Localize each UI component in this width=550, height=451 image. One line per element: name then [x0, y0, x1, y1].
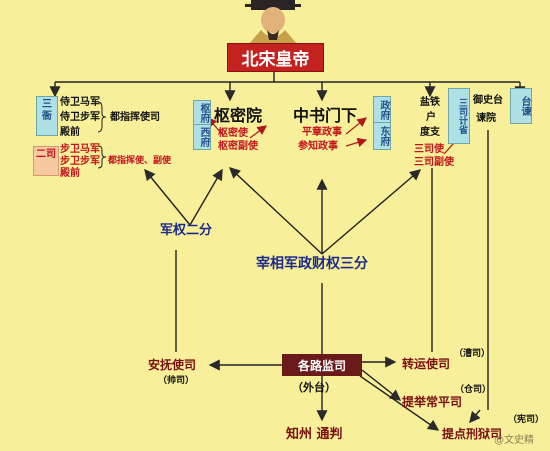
tidian-xingyu: 提点刑狱司 — [442, 427, 503, 441]
sansi-jisheng-box: 三司计省 — [448, 88, 470, 144]
pingzhang-zhengshi: 平章政事 — [302, 127, 342, 138]
shiwei-bujun: 侍卫步军 — [60, 112, 100, 123]
shumi-shi: 枢密使 — [218, 128, 248, 139]
zhuanyun-note: （漕司） — [454, 349, 491, 359]
military-split-label: 军权二分 — [160, 223, 213, 238]
canzhi-zhengshi: 参知政事 — [298, 141, 338, 152]
jianyuan: 谏院 — [476, 113, 496, 124]
shiwei-majun: 侍卫马军 — [60, 97, 100, 108]
jianshi-box: 各路监司 — [282, 354, 362, 376]
zhizhou-tongpan: 知州 通判 — [286, 427, 343, 442]
watermark: @文史精 — [494, 435, 534, 446]
dianqian-2: 殿前 — [60, 168, 80, 179]
shumiyuan-title: 枢密院 — [214, 106, 263, 125]
sansi-fushi: 三司副使 — [414, 157, 454, 168]
anfu-shisi: 安抚使司 — [148, 358, 197, 372]
shufu-box: 枢府 — [193, 100, 211, 126]
tixing-note: （宪司） — [508, 415, 545, 425]
buwei-bujun: 步卫步军 — [60, 156, 100, 167]
sansi-shi: 三司使 — [414, 144, 444, 155]
ersi-box: 二司 — [33, 146, 59, 176]
emperor-portrait-icon — [245, 0, 301, 44]
dou-zhihui-shisi: 都指挥使司 — [110, 112, 160, 123]
xifu-box: 西府 — [193, 124, 211, 150]
zhongshu-title: 中书门下 — [293, 106, 358, 125]
buwei-majun: 步卫马军 — [60, 144, 100, 155]
yantie: 盐铁 — [420, 97, 440, 108]
tiju-note: （仓司） — [455, 385, 492, 395]
yushitai: 御史台 — [473, 95, 503, 106]
taijian-box: 台谏 — [510, 88, 532, 124]
duzhi: 度支 — [420, 127, 440, 138]
zhuanyun-shisi: 转运使司 — [402, 357, 451, 371]
zhengfu-box: 政府 — [373, 96, 391, 124]
sanya-box: 三衙 — [36, 96, 58, 136]
shumi-fushi: 枢密副使 — [218, 141, 258, 152]
anfu-note: （帅司） — [158, 376, 195, 386]
dongfu-box: 东府 — [373, 122, 391, 150]
waitai-label: （外台） — [292, 381, 336, 394]
dou-zhihui-fushi: 都指挥使、副使 — [108, 156, 172, 166]
tiju-changping: 提举常平司 — [402, 395, 463, 409]
dianqian: 殿前 — [60, 127, 80, 138]
hu: 户 — [426, 112, 436, 123]
emperor-box: 北宋皇帝 — [227, 43, 324, 72]
power-split-label: 宰相军政财权三分 — [256, 256, 368, 272]
